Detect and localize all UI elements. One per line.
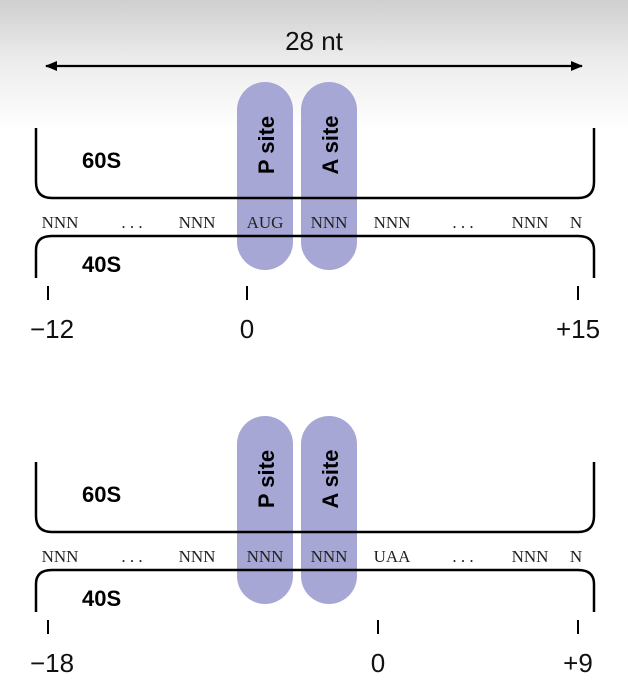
codon: NNN: [512, 213, 549, 232]
length-label: 28 nt: [285, 26, 344, 56]
large-subunit-bracket: [34, 128, 596, 200]
stop-codon: UAA: [374, 547, 412, 566]
nucleotide: N: [570, 213, 582, 232]
a-site-label: A site: [318, 449, 343, 508]
codon: NNN: [374, 213, 411, 232]
mrna-sequence: NNN . . . NNN AUG NNN NNN . . . NNN N: [42, 213, 583, 232]
codon: NNN: [311, 547, 348, 566]
codon: NNN: [512, 547, 549, 566]
ellipsis: . . .: [452, 213, 473, 232]
p-site-region: [237, 416, 293, 604]
tick-label: +15: [556, 314, 600, 344]
length-indicator: 28 nt: [45, 26, 583, 71]
ellipsis: . . .: [452, 547, 473, 566]
codon: NNN: [42, 213, 79, 232]
panel-initiation: P site A site 60S NNN . . . NNN AUG NNN …: [30, 82, 600, 344]
p-site-region: [237, 82, 293, 270]
a-site-region: [301, 82, 357, 270]
panel-termination: P site A site 60S NNN . . . NNN NNN NNN …: [30, 416, 596, 678]
large-subunit-label: 60S: [82, 482, 121, 507]
mrna-sequence: NNN . . . NNN NNN NNN UAA . . . NNN N: [42, 547, 583, 566]
tick-label: −12: [30, 314, 74, 344]
small-subunit-bracket: [34, 234, 596, 278]
codon: NNN: [311, 213, 348, 232]
tick-label: −18: [30, 648, 74, 678]
small-subunit-label: 40S: [82, 586, 121, 611]
ellipsis: . . .: [121, 547, 142, 566]
p-site-label: P site: [254, 116, 279, 174]
small-subunit-bracket: [34, 568, 596, 612]
codon: NNN: [247, 547, 284, 566]
large-subunit-bracket: [34, 462, 596, 534]
ellipsis: . . .: [121, 213, 142, 232]
small-subunit-label: 40S: [82, 252, 121, 277]
p-site-label: P site: [254, 450, 279, 508]
codon: NNN: [42, 547, 79, 566]
tick-label: 0: [371, 648, 385, 678]
large-subunit-label: 60S: [82, 148, 121, 173]
start-codon: AUG: [247, 213, 284, 232]
tick-label: +9: [563, 648, 593, 678]
codon: NNN: [179, 213, 216, 232]
a-site-region: [301, 416, 357, 604]
nucleotide: N: [570, 547, 582, 566]
a-site-label: A site: [318, 115, 343, 174]
tick-label: 0: [240, 314, 254, 344]
codon: NNN: [179, 547, 216, 566]
